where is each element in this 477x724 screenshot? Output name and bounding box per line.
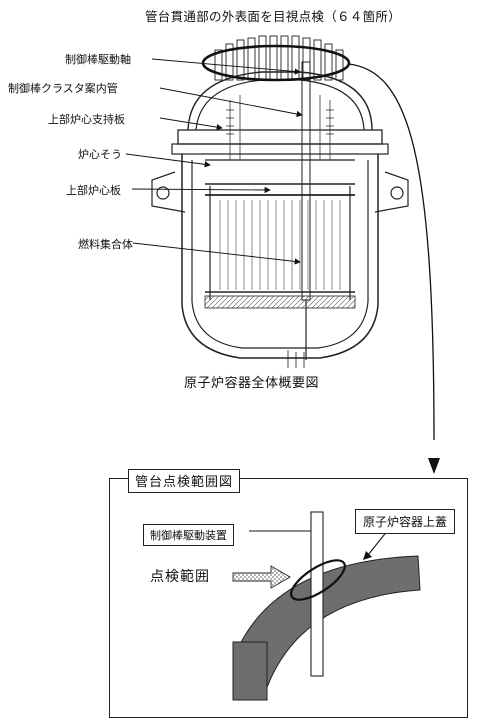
label-crdm-shaft: 制御棒駆動軸 xyxy=(65,53,131,66)
label-fuel-assembly: 燃料集合体 xyxy=(78,238,133,251)
leader-core-barrel xyxy=(125,153,211,168)
detail-frame xyxy=(109,478,468,718)
vessel-head-section xyxy=(232,555,421,691)
detail-title: 管台点検範囲図 xyxy=(128,469,241,493)
head-penetration-highlight xyxy=(201,44,351,82)
detail-pointer-arrow xyxy=(347,63,435,441)
label-crdm-device: 制御棒駆動装置 xyxy=(143,524,234,546)
crdm-housings xyxy=(214,35,344,81)
label-core-barrel: 炉心そう xyxy=(78,148,122,161)
leader-upper-core-plate xyxy=(131,186,271,194)
overview-caption: 原子炉容器全体概要図 xyxy=(184,376,320,391)
leader-guide-tube xyxy=(159,87,303,118)
label-rcc-guide-tube: 制御棒クラスタ案内管 xyxy=(8,82,118,95)
detail-drawing xyxy=(232,511,421,701)
reactor-vessel-illustration xyxy=(151,35,409,368)
inspection-range-ellipse xyxy=(290,559,346,601)
inspection-range-arrow xyxy=(232,565,291,589)
leader-fuel-assembly xyxy=(132,242,301,265)
detail-pointer-arrowhead xyxy=(428,458,440,474)
label-upper-core-support-plate: 上部炉心支持板 xyxy=(48,113,125,126)
label-inspection-range: 点検範囲 xyxy=(150,569,210,585)
page-title: 管台貫通部の外表面を目視点検（６４箇所） xyxy=(145,9,402,24)
label-vessel-head: 原子炉容器上蓋 xyxy=(355,509,456,534)
leader-vessel-head xyxy=(367,529,389,556)
leader-upper-support-plate xyxy=(159,117,223,131)
leader-lines xyxy=(125,58,303,265)
label-upper-core-plate: 上部炉心板 xyxy=(66,184,121,197)
vessel-flange-section xyxy=(232,641,268,701)
leader-vessel-head-arrowhead xyxy=(363,551,372,560)
leader-crdm-shaft xyxy=(151,58,301,75)
